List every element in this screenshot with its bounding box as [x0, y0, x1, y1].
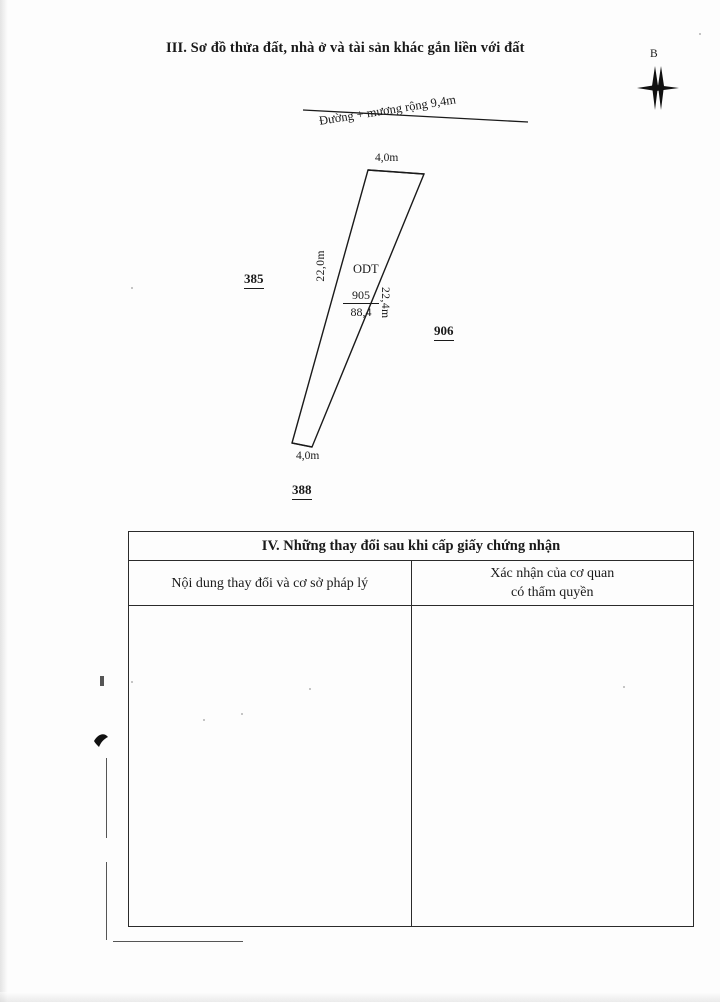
- column-header-confirmation-line1: Xác nhận của cơ quan: [490, 566, 615, 581]
- table-row-headers: Nội dung thay đổi và cơ sở pháp lý Xác n…: [128, 560, 694, 606]
- scan-speck: [699, 33, 701, 35]
- scan-speck: [131, 287, 133, 289]
- dimension-right: 22,4m: [379, 287, 391, 319]
- neighbor-parcel-right: 906: [434, 323, 454, 341]
- scan-tick: [100, 676, 104, 686]
- table-row-title: IV. Những thay đổi sau khi cấp giấy chứn…: [128, 531, 694, 561]
- dimension-left: 22,0m: [315, 250, 327, 282]
- pen-mark-icon: [94, 734, 108, 747]
- column-header-confirmation: Xác nhận của cơ quan có thẩm quyền: [410, 560, 694, 606]
- scan-tick: [106, 758, 107, 838]
- scan-edge-left: [0, 0, 8, 1002]
- neighbor-parcel-bottom: 388: [292, 482, 312, 500]
- changes-table: IV. Những thay đổi sau khi cấp giấy chứn…: [128, 531, 694, 927]
- scan-speck: [203, 719, 205, 721]
- land-use-code: ODT: [353, 262, 379, 276]
- parcel-diagram: Đường + mương rộng 9,4m 4,0m 4,0m 22,0m …: [244, 92, 529, 500]
- cell-change-content: [128, 605, 412, 927]
- section-4-table-wrapper: IV. Những thay đổi sau khi cấp giấy chứn…: [128, 531, 694, 927]
- section-4-title: IV. Những thay đổi sau khi cấp giấy chứn…: [128, 531, 694, 561]
- parcel-diagram-svg: [291, 109, 529, 448]
- scan-speck: [241, 713, 243, 715]
- parcel-number: 905: [352, 288, 370, 302]
- table-row: [128, 605, 694, 927]
- scan-speck: [623, 686, 625, 688]
- cell-change-confirmation: [410, 605, 694, 927]
- scan-tick: [106, 862, 107, 940]
- compass-north-label: B: [650, 48, 658, 60]
- scan-speck: [131, 681, 133, 683]
- section-3-title: III. Sơ đồ thửa đất, nhà ở và tài sản kh…: [166, 40, 525, 56]
- scan-edge-bottom: [0, 992, 720, 1002]
- dimension-bottom: 4,0m: [296, 450, 320, 462]
- parcel-area: 88,4: [350, 305, 372, 319]
- column-header-content: Nội dung thay đổi và cơ sở pháp lý: [128, 560, 412, 606]
- parcel-fraction-rule: [343, 303, 379, 304]
- dimension-top: 4,0m: [375, 152, 399, 164]
- column-header-confirmation-line2: có thẩm quyền: [511, 585, 594, 600]
- compass: B: [628, 48, 688, 128]
- neighbor-parcel-left: 385: [244, 271, 264, 289]
- scan-tick: [113, 941, 243, 942]
- scan-speck: [309, 688, 311, 690]
- compass-needle-icon: [637, 66, 679, 110]
